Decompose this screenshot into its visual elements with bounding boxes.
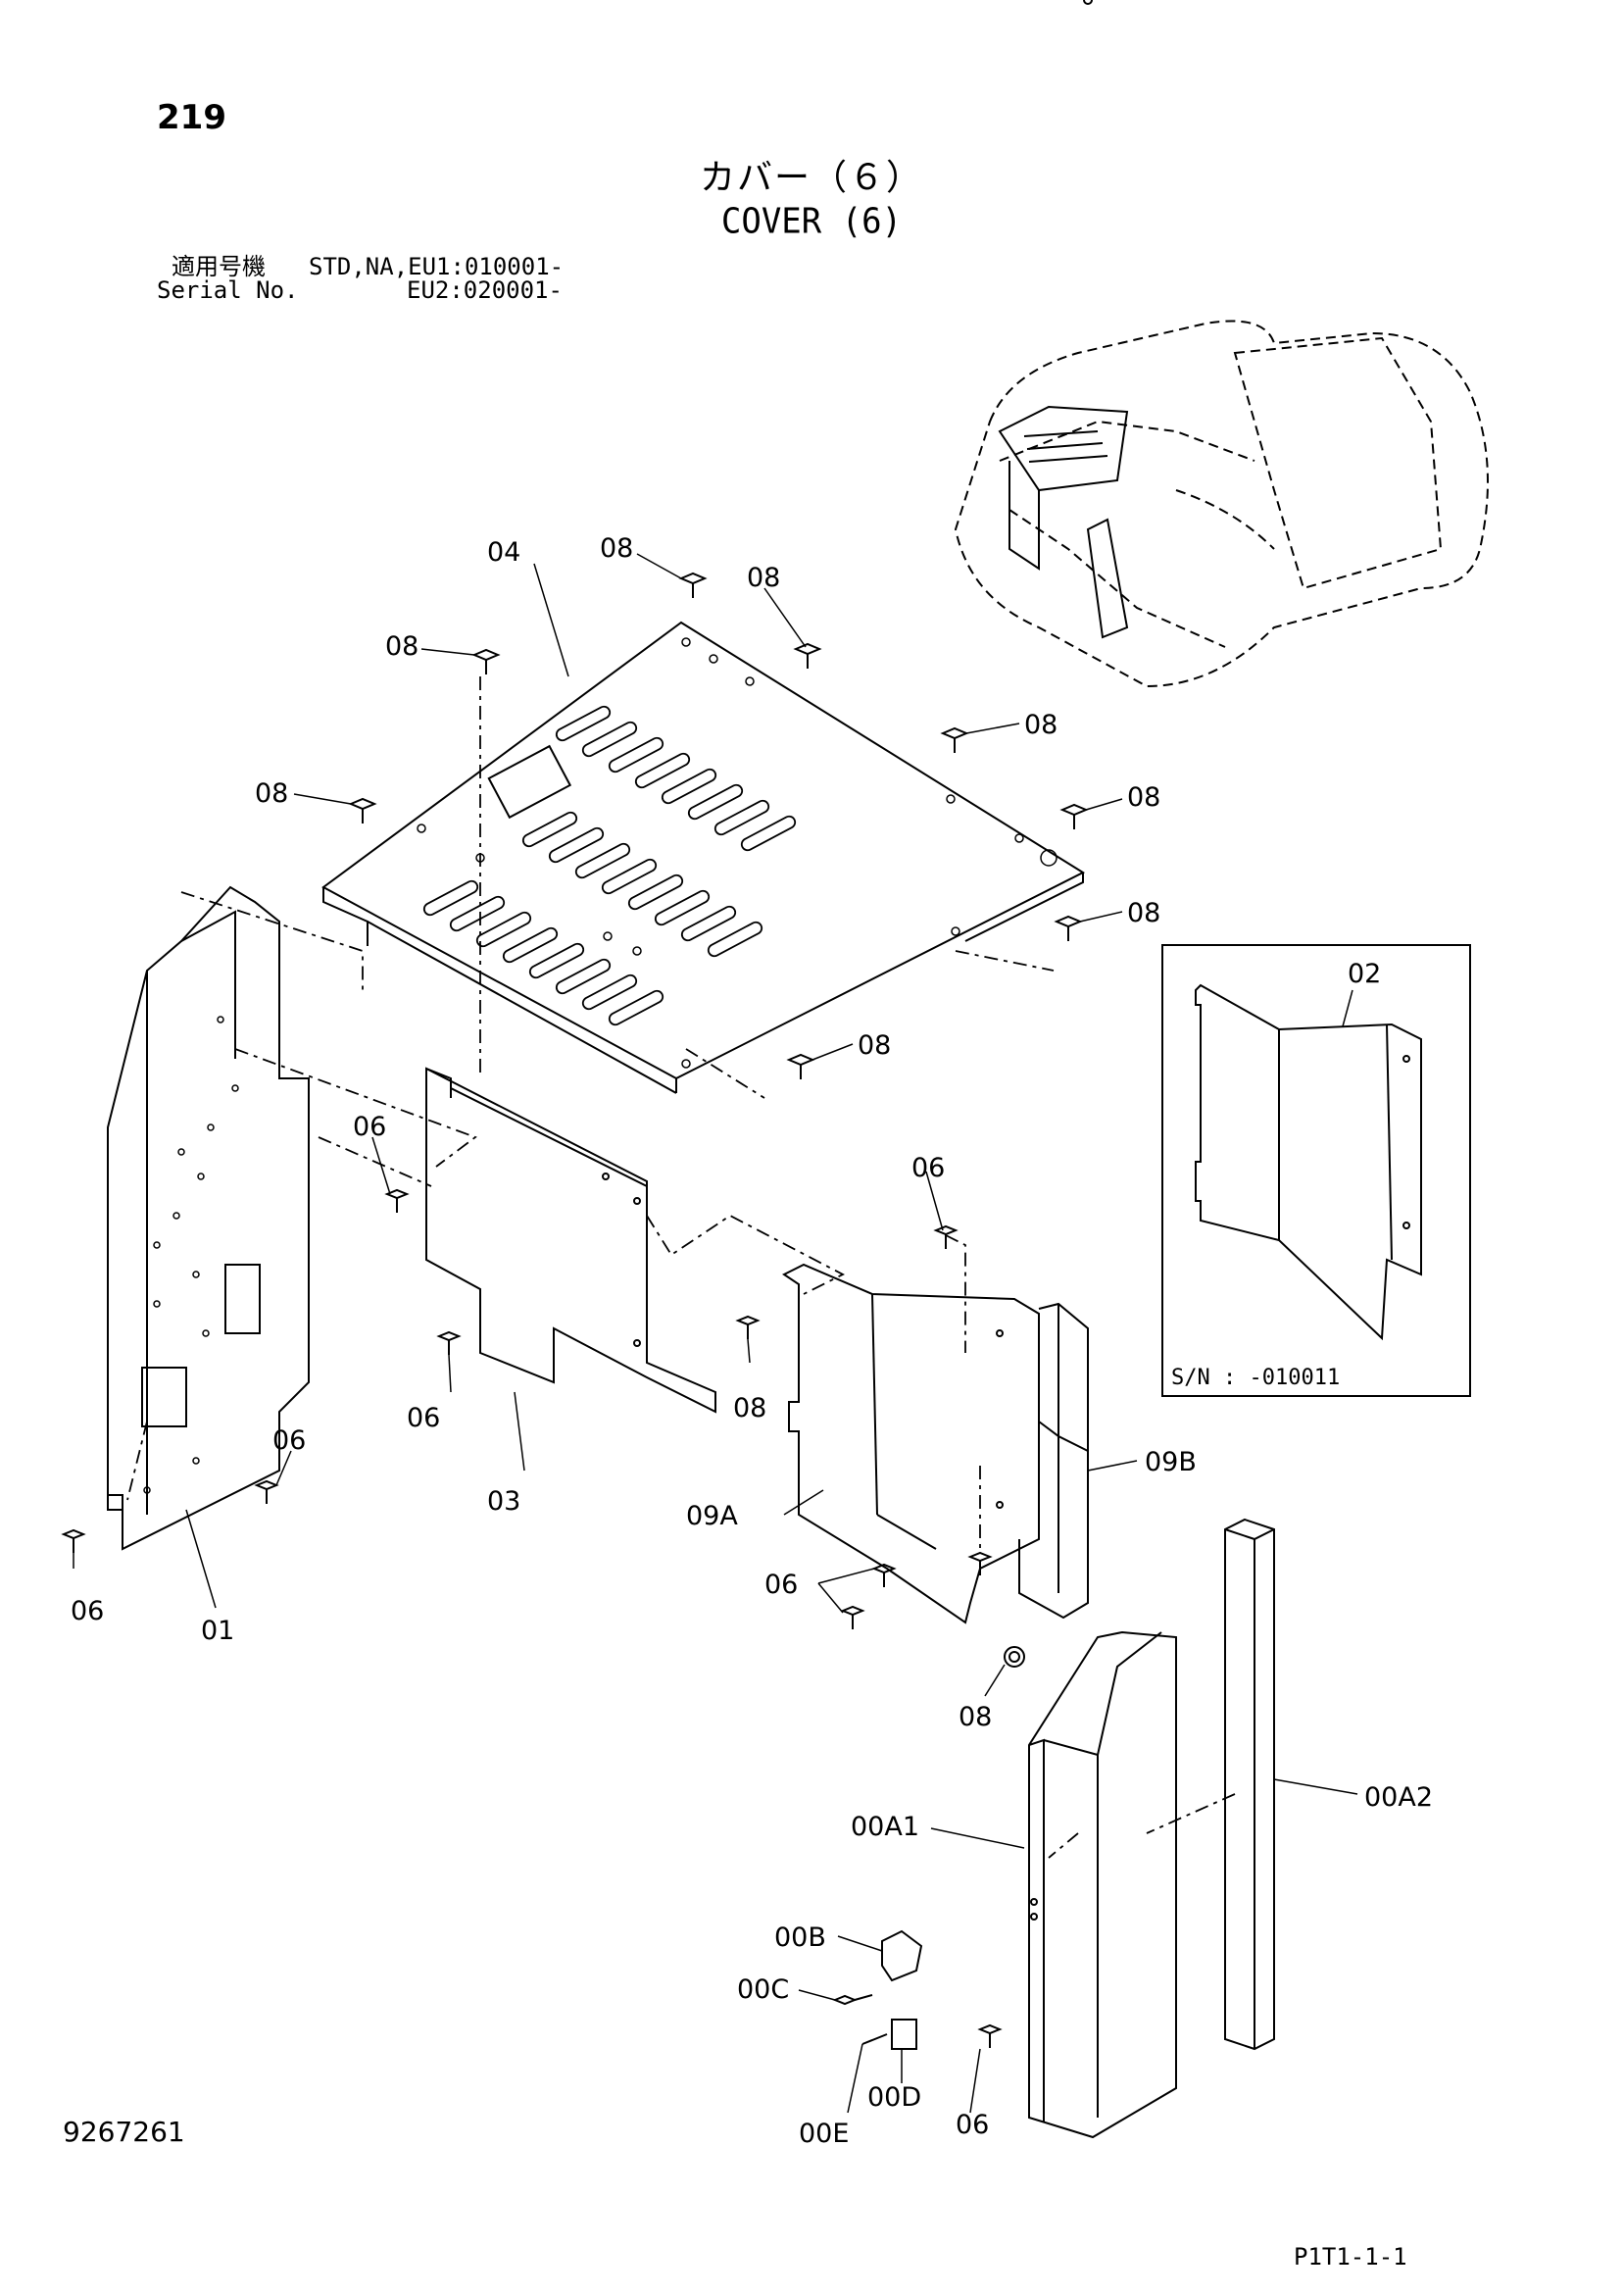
part-00b-plate bbox=[881, 1929, 923, 1982]
callout-00a1: 00A1 bbox=[851, 1812, 919, 1842]
part-02-panel-inset bbox=[1195, 983, 1422, 1341]
callout-00c: 00C bbox=[737, 1974, 789, 2005]
bolt-06-set-left bbox=[61, 1188, 462, 1553]
callout-09b: 09B bbox=[1145, 1447, 1197, 1477]
callout-08-low: 08 bbox=[959, 1702, 992, 1732]
document-number: 9267261 bbox=[63, 2116, 185, 2148]
part-09b-panel bbox=[1018, 1302, 1089, 1620]
bolt-08-channel bbox=[1004, 1646, 1025, 1668]
callout-03: 03 bbox=[487, 1486, 520, 1517]
part-00a1-channel bbox=[1028, 0, 1177, 2139]
callout-06-e: 06 bbox=[911, 1153, 945, 1183]
callout-08-top: 08 bbox=[600, 533, 633, 564]
inset-serial-note: S/N : -010011 bbox=[1171, 1366, 1340, 1390]
machine-reference-highlight bbox=[998, 405, 1129, 639]
callout-00a2: 00A2 bbox=[1364, 1782, 1433, 1813]
assembly-lines bbox=[126, 676, 1236, 1859]
callout-00b: 00B bbox=[774, 1922, 826, 1953]
callout-08-right-3: 08 bbox=[1127, 898, 1160, 928]
page-title-english: COVER (6) bbox=[720, 201, 903, 242]
callout-09a: 09A bbox=[686, 1501, 738, 1531]
callout-00d: 00D bbox=[867, 2082, 921, 2113]
part-00c-bolt bbox=[832, 1994, 873, 2006]
callout-08-bottom: 08 bbox=[858, 1030, 891, 1061]
leader-lines bbox=[73, 553, 1358, 2114]
callout-08-right-2: 08 bbox=[1127, 782, 1160, 813]
callout-06-g: 06 bbox=[956, 2110, 989, 2140]
callout-00e: 00E bbox=[799, 2119, 849, 2149]
callout-02: 02 bbox=[1348, 959, 1381, 989]
serial-label-english: Serial No. bbox=[157, 276, 299, 304]
part-04-top-cover bbox=[321, 621, 1086, 1094]
callout-06-a: 06 bbox=[353, 1112, 386, 1142]
callout-04: 04 bbox=[487, 537, 520, 568]
part-00a2-bar bbox=[1224, 1518, 1275, 2051]
inset-frame bbox=[1161, 944, 1471, 1397]
part-09a-panel bbox=[782, 1263, 1040, 1624]
bolt-08-set bbox=[348, 572, 1089, 1079]
page-code: P1T1-1-1 bbox=[1294, 2243, 1407, 2271]
part-01-left-panel bbox=[107, 885, 310, 1551]
part-03-middle-bracket bbox=[425, 1067, 716, 1414]
callout-08-top-right: 08 bbox=[747, 563, 780, 593]
callout-08-right-1: 08 bbox=[1024, 710, 1057, 740]
callout-06-c: 06 bbox=[272, 1425, 306, 1456]
serial-label-japanese: 適用号機 bbox=[172, 253, 266, 280]
serial-range-line1: STD,NA,EU1:010001- bbox=[309, 253, 565, 280]
callout-08-left-mid: 08 bbox=[255, 778, 288, 809]
callout-06-b: 06 bbox=[407, 1403, 440, 1433]
part-00e-screw bbox=[861, 2033, 888, 2045]
part-00d-clip bbox=[891, 2019, 917, 2050]
page-number: 219 bbox=[157, 98, 226, 137]
serial-range-line2: EU2:020001- bbox=[407, 276, 563, 304]
machine-reference-view bbox=[954, 320, 1489, 688]
callout-01: 01 bbox=[201, 1616, 234, 1646]
callout-06-f: 06 bbox=[764, 1570, 798, 1600]
callout-06-d: 06 bbox=[71, 1596, 104, 1626]
callout-08-left: 08 bbox=[385, 631, 418, 662]
page-title-japanese: カバー（６） bbox=[699, 158, 923, 198]
callout-08-mid: 08 bbox=[733, 1393, 766, 1423]
